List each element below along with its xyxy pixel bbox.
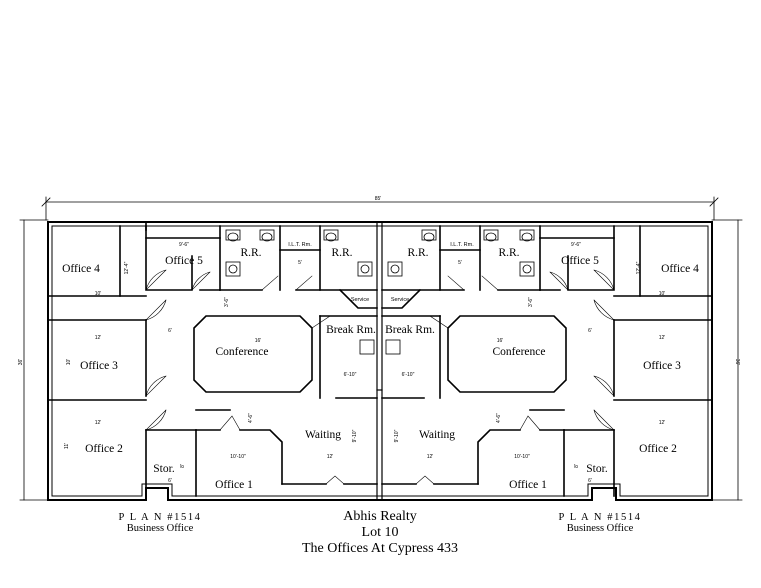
exterior-walls bbox=[47, 221, 713, 501]
dim-label: 12'-4" bbox=[124, 261, 130, 274]
caption-left: P L A N #1514 Business Office bbox=[88, 512, 232, 534]
dim-label: 8' bbox=[180, 464, 186, 468]
room-label-office2-right: Office 2 bbox=[639, 443, 677, 455]
room-label-office5-right: Office 5 bbox=[561, 255, 599, 267]
room-label-waiting-left: Waiting bbox=[305, 429, 341, 441]
plan-number-left: P L A N #1514 bbox=[118, 512, 202, 523]
center-party-wall bbox=[376, 221, 383, 501]
right-office-walls bbox=[381, 225, 713, 497]
title-lot: Lot 10 bbox=[361, 525, 399, 540]
overall-dimension-label: 85' bbox=[375, 196, 382, 202]
plan-type-right: Business Office bbox=[566, 523, 634, 534]
room-label-office4-left: Office 4 bbox=[62, 263, 100, 275]
dim-label: 3'-6" bbox=[528, 297, 534, 307]
title-project: The Offices At Cypress 433 bbox=[301, 541, 459, 556]
room-label-ilt-left: I.L.T. Rm. bbox=[288, 242, 312, 248]
dim-label: 9'-6" bbox=[571, 242, 581, 248]
caption-center: Abhis Realty Lot 10 The Offices At Cypre… bbox=[250, 509, 510, 557]
side-dimension-lines bbox=[19, 219, 743, 501]
dim-label: 6' bbox=[168, 478, 172, 484]
room-label-break-right: Break Rm. bbox=[385, 324, 435, 336]
dim-label: 6' bbox=[168, 328, 172, 334]
room-label-rr-2: R.R. bbox=[331, 247, 352, 259]
room-label-office3-left: Office 3 bbox=[80, 360, 118, 372]
dim-label: 5' bbox=[458, 260, 462, 266]
dim-label: 9'-6" bbox=[179, 242, 189, 248]
room-label-stor-left: Stor. bbox=[153, 463, 175, 475]
dim-label: 12' bbox=[327, 454, 334, 460]
dim-label: 12' bbox=[427, 454, 434, 460]
room-label-break-left: Break Rm. bbox=[326, 324, 376, 336]
dim-label: 12'-4" bbox=[636, 261, 642, 274]
dim-label: 8' bbox=[574, 464, 580, 468]
dim-label: 10' bbox=[95, 291, 102, 297]
dim-label: 9'-10" bbox=[394, 429, 400, 442]
room-label-conference-left: Conference bbox=[216, 346, 269, 358]
left-height-dimension-label: 36' bbox=[18, 359, 24, 366]
plumbing-fixtures bbox=[225, 229, 535, 355]
dim-label: 6' bbox=[588, 478, 592, 484]
caption-right: P L A N #1514 Business Office bbox=[528, 512, 672, 534]
door-swings bbox=[145, 269, 615, 485]
overall-dimension-line bbox=[41, 196, 719, 221]
dim-label: 3'-6" bbox=[224, 297, 230, 307]
dim-label: 12' bbox=[659, 335, 666, 341]
room-label-office3-right: Office 3 bbox=[643, 360, 681, 372]
room-label-stor-right: Stor. bbox=[586, 463, 608, 475]
dim-label: 4'-6" bbox=[496, 413, 502, 423]
dim-label: 6'-10" bbox=[402, 372, 415, 378]
room-label-ilt-right: I.L.T. Rm. bbox=[450, 242, 474, 248]
room-label-office1-right: Office 1 bbox=[509, 479, 547, 491]
room-label-service-right: Service bbox=[391, 297, 409, 303]
dim-label: 5' bbox=[298, 260, 302, 266]
room-label-office2-left: Office 2 bbox=[85, 443, 123, 455]
room-label-office5-left: Office 5 bbox=[165, 255, 203, 267]
dim-label: 12' bbox=[659, 420, 666, 426]
dim-label: 12' bbox=[95, 420, 102, 426]
dim-label: 10'-10" bbox=[514, 454, 530, 460]
plan-type-left: Business Office bbox=[126, 523, 194, 534]
room-label-waiting-right: Waiting bbox=[419, 429, 455, 441]
plan-number-right: P L A N #1514 bbox=[558, 512, 642, 523]
dim-label: 9'-10" bbox=[352, 429, 358, 442]
title-company: Abhis Realty bbox=[343, 509, 417, 524]
dim-label: 12' bbox=[95, 335, 102, 341]
dim-label: 10' bbox=[659, 291, 666, 297]
room-label-office1-left: Office 1 bbox=[215, 479, 253, 491]
room-label-service-left: Service bbox=[351, 297, 369, 303]
right-height-dimension-label: 36' bbox=[734, 359, 740, 366]
room-label-rr-3: R.R. bbox=[407, 247, 428, 259]
dim-label: 16' bbox=[497, 338, 504, 344]
room-label-conference-right: Conference bbox=[493, 346, 546, 358]
room-label-office4-right: Office 4 bbox=[661, 263, 699, 275]
left-office-walls bbox=[47, 221, 378, 497]
dim-label: 16' bbox=[255, 338, 262, 344]
dim-label: 6' bbox=[588, 328, 592, 334]
dim-label: 11' bbox=[64, 443, 70, 449]
dim-label: 6'-10" bbox=[344, 372, 357, 378]
room-label-rr-4: R.R. bbox=[498, 247, 519, 259]
room-label-rr-1: R.R. bbox=[240, 247, 261, 259]
dim-label: 10' bbox=[66, 359, 72, 366]
dim-label: 4'-6" bbox=[248, 413, 254, 423]
dim-label: 10'-10" bbox=[230, 454, 246, 460]
